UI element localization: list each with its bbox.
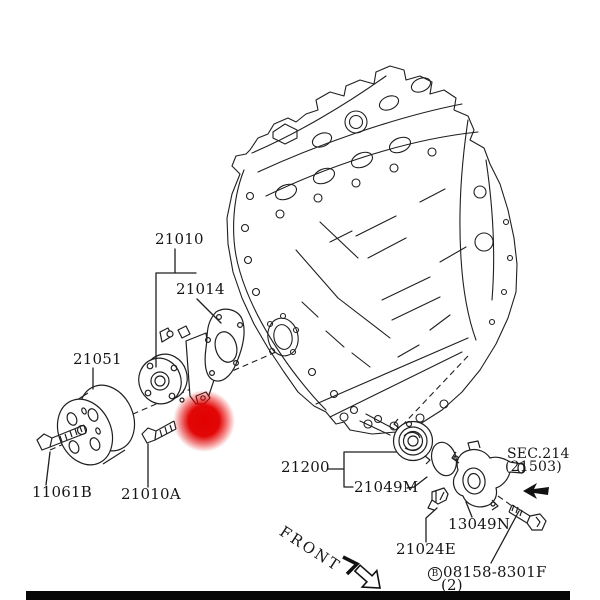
red-highlight: [173, 390, 235, 452]
part-label-11061b: 11061B: [32, 483, 92, 501]
section-part-label: (21503): [505, 459, 562, 475]
clamp-drawing: [427, 487, 449, 511]
sec214-arrow-icon: [523, 483, 549, 499]
section-ref-label: SEC.214: [507, 446, 570, 462]
engine-block-drawing: [226, 65, 518, 436]
part-label-21014: 21014: [176, 280, 225, 298]
part-label-21049m: 21049M: [354, 478, 419, 496]
bolt-11061b-drawing: [36, 424, 87, 451]
bottom-black-bar: [26, 591, 570, 600]
part-label-21051: 21051: [73, 350, 122, 368]
thermostat-drawing: [392, 418, 434, 465]
bolt-08158-drawing: [508, 504, 547, 531]
water-pump-drawing: [138, 325, 215, 405]
front-arrow-icon: [342, 555, 381, 589]
circled-b-prefix: B: [428, 567, 442, 581]
bolt-21010a-drawing: [141, 420, 177, 444]
bolt-qty-label: (2): [441, 576, 463, 594]
gasket-drawing: [204, 308, 245, 382]
part-label-21024e: 21024E: [396, 540, 456, 558]
part-label-21010: 21010: [155, 230, 204, 248]
part-label-21010a: 21010A: [121, 485, 181, 503]
leader-lines: [45, 248, 520, 564]
water-outlet-drawing: [451, 440, 526, 511]
bolt-part-number: 08158-8301F: [443, 563, 547, 581]
pulley-drawing: [56, 384, 136, 466]
part-label-13049n: 13049N: [448, 515, 511, 533]
part-label-21200: 21200: [281, 458, 330, 476]
